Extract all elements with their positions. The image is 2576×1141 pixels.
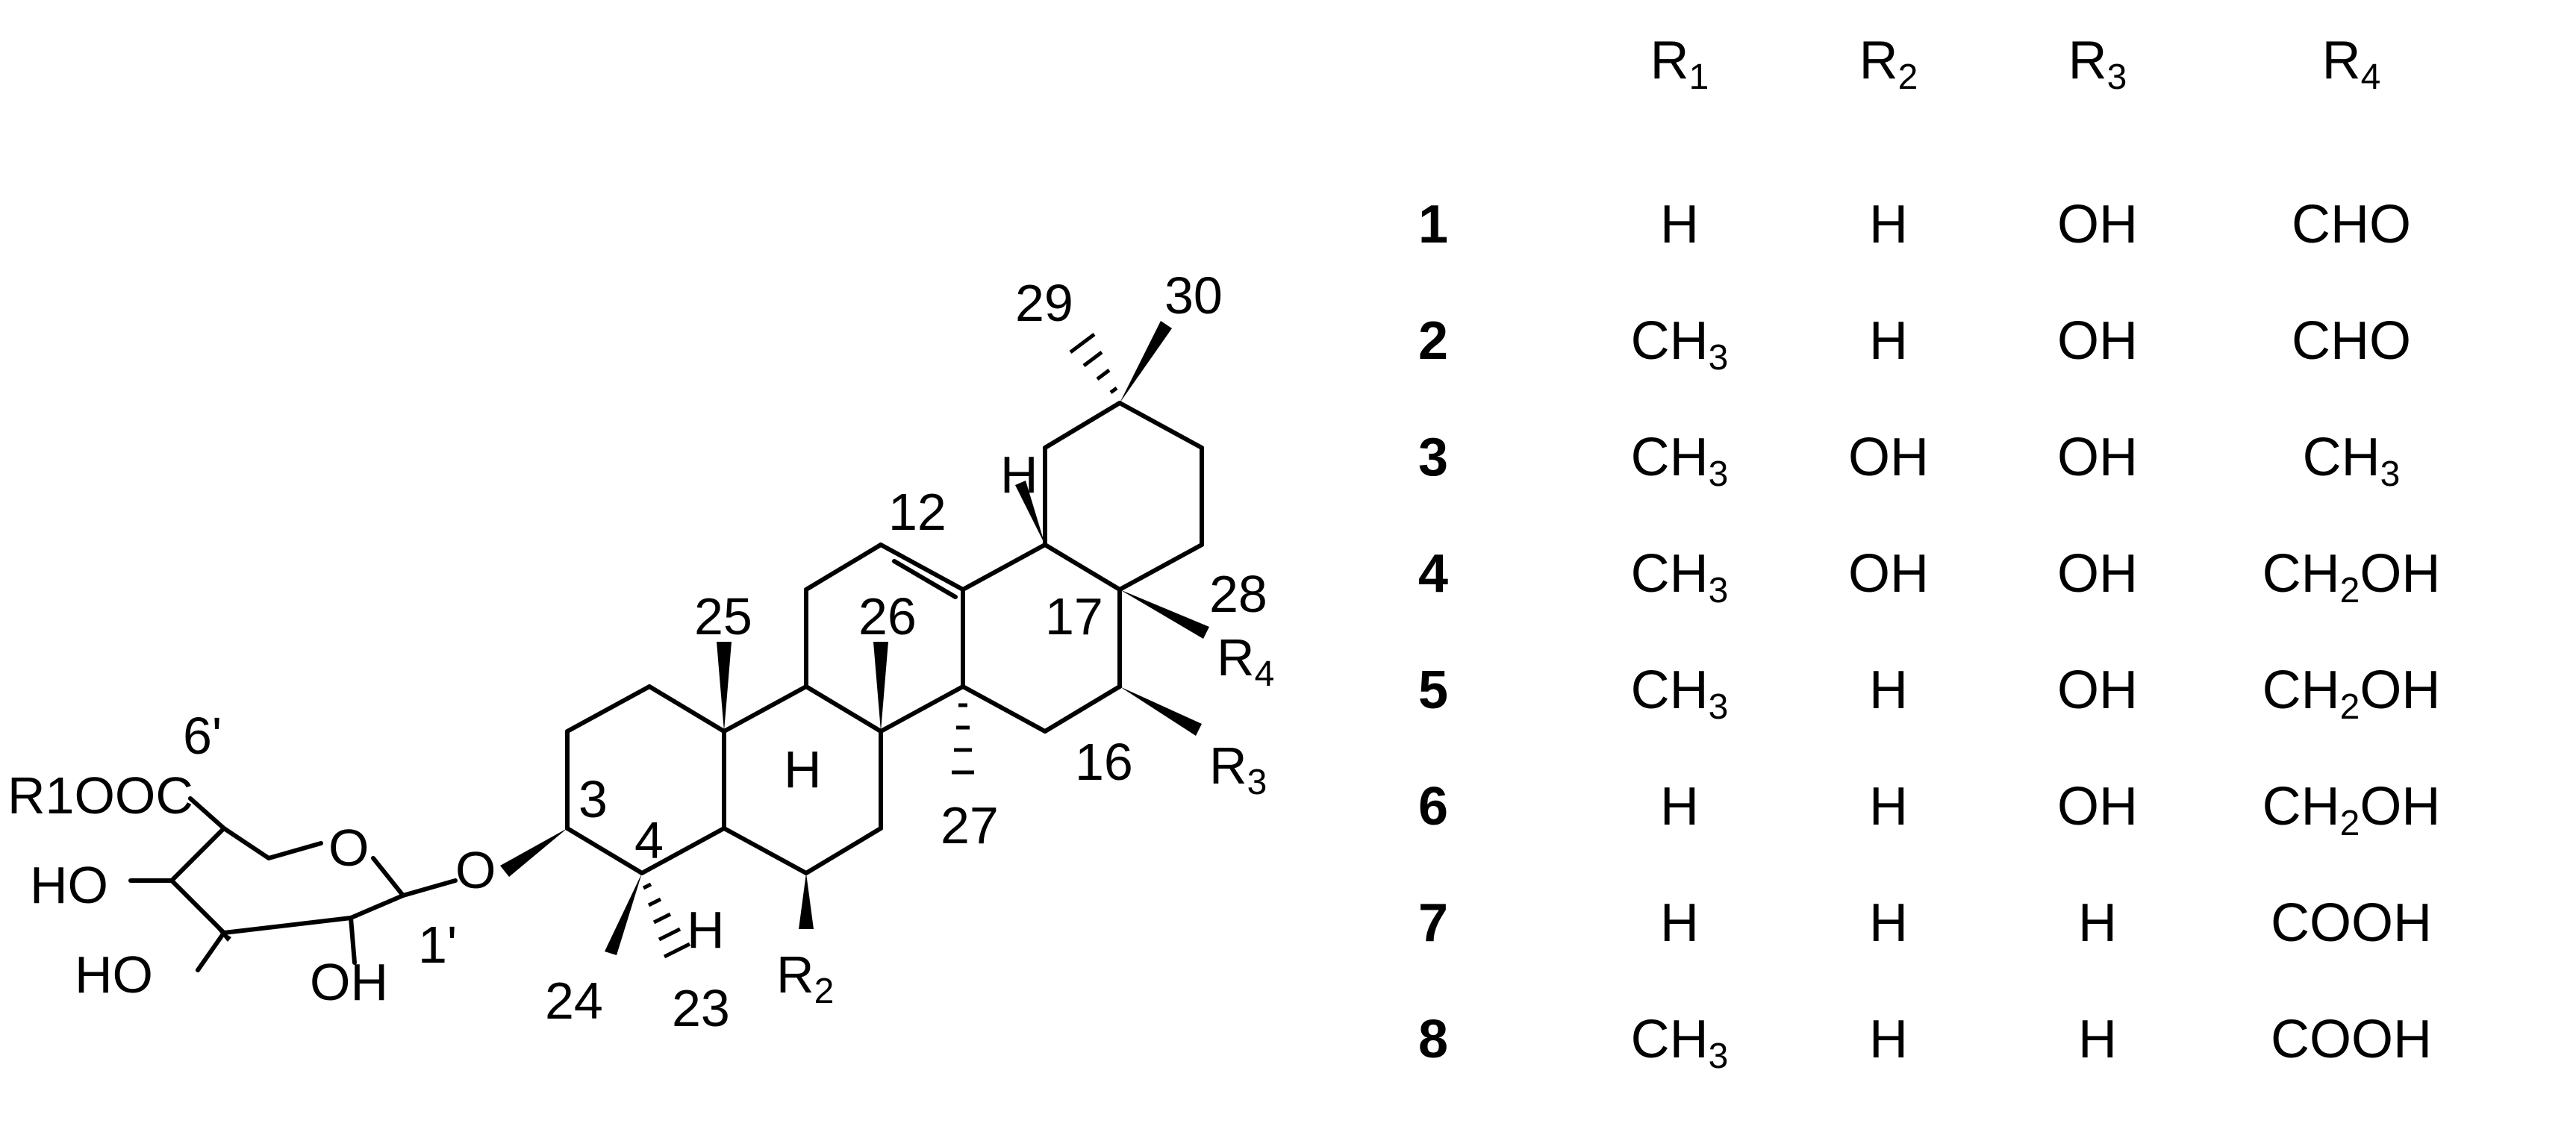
label-r4: R4: [1217, 628, 1274, 694]
cell-r1: CH3: [1630, 544, 1729, 610]
cell-r1: CH3: [1630, 311, 1729, 378]
table-row: 7 H H H COOH: [1388, 893, 2553, 1004]
label-c12: 12: [888, 483, 946, 541]
cell-r4: CHO: [2292, 311, 2411, 371]
label-ho-lower: HO: [75, 945, 153, 1004]
label-6prime: 6': [183, 707, 222, 765]
label-c23: 23: [672, 979, 730, 1037]
label-c24: 24: [545, 972, 603, 1030]
table-row: 5 CH3 H OH CH2OH: [1388, 660, 2553, 772]
label-c4: 4: [634, 811, 664, 869]
ring-a: [500, 684, 726, 959]
compound-number: 2: [1418, 311, 1449, 371]
label-c16: 16: [1075, 733, 1133, 791]
cell-r3: OH: [2057, 660, 2138, 720]
label-o-ring: O: [328, 819, 369, 877]
cell-r1: H: [1660, 777, 1699, 837]
ring-e: [1043, 321, 1204, 592]
compound-number: 5: [1418, 660, 1449, 720]
label-c30: 30: [1164, 266, 1223, 325]
label-r3: R3: [1209, 737, 1267, 802]
table-row: 3 CH3 OH OH CH3: [1388, 427, 2553, 539]
table-row: 6 H H OH CH2OH: [1388, 776, 2553, 888]
header-r3: R3: [2068, 31, 2127, 97]
ring-b: [717, 642, 883, 929]
cell-r4: CH3: [2302, 428, 2401, 494]
cell-r3: H: [2078, 1010, 2117, 1069]
cell-r4: CH2OH: [2262, 777, 2441, 843]
cell-r2: OH: [1848, 428, 1929, 487]
cell-r3: OH: [2057, 195, 2138, 254]
cell-r1: CH3: [1630, 1010, 1729, 1076]
compound-number: 6: [1418, 777, 1449, 837]
cell-r2: H: [1869, 1010, 1908, 1069]
ring-c: [804, 543, 974, 775]
cell-r4: COOH: [2271, 1010, 2432, 1069]
label-h9: H: [784, 740, 822, 798]
label-1prime: 1': [418, 916, 457, 974]
label-oh-sugar: OH: [310, 953, 388, 1011]
cell-r1: H: [1660, 195, 1699, 254]
cell-r4: COOH: [2271, 893, 2432, 953]
label-c28: 28: [1209, 565, 1267, 623]
cell-r2: H: [1869, 777, 1908, 837]
label-c25: 25: [694, 587, 752, 645]
label-c26: 26: [858, 587, 917, 645]
header-r2: R2: [1859, 31, 1918, 97]
methyl-29-hash: [1069, 333, 1118, 394]
label-r1ooc: R1OOC: [7, 766, 193, 825]
header-r4: R4: [2321, 31, 2381, 97]
cell-r1: CH3: [1630, 428, 1729, 494]
cell-r1: CH3: [1630, 660, 1729, 727]
label-c27: 27: [941, 796, 999, 854]
methyl-23-hash: [642, 882, 691, 959]
label-r2: R2: [776, 945, 834, 1011]
label-o-link: O: [455, 841, 496, 899]
compound-number: 4: [1418, 544, 1449, 604]
cell-r3: OH: [2057, 544, 2138, 604]
compound-number: 1: [1418, 195, 1449, 254]
label-c29: 29: [1015, 274, 1073, 332]
header-r1: R1: [1650, 31, 1709, 97]
label-h18: H: [1000, 446, 1038, 504]
compound-number: 3: [1418, 428, 1449, 487]
cell-r2: H: [1869, 660, 1908, 720]
cell-r2: H: [1869, 195, 1908, 254]
cell-r3: OH: [2057, 311, 2138, 371]
table-row: 4 CH3 OH OH CH2OH: [1388, 543, 2553, 655]
cell-r1: H: [1660, 893, 1699, 953]
cell-r2: H: [1869, 893, 1908, 953]
label-c3: 3: [578, 770, 608, 828]
cell-r2: H: [1869, 311, 1908, 371]
triterpenoid-glucuronide-structure: R1OOC 6' HO HO OH 1' O O 3 4 24 23 H R2 …: [7, 266, 1274, 1037]
cell-r3: H: [2078, 893, 2117, 953]
label-ho-upper: HO: [30, 856, 108, 914]
table-row: 1 H H OH CHO: [1388, 194, 2553, 306]
label-c17: 17: [1045, 587, 1103, 645]
cell-r3: OH: [2057, 428, 2138, 487]
sugar-ring: [128, 796, 458, 972]
cell-r3: OH: [2057, 777, 2138, 837]
cell-r4: CHO: [2292, 195, 2411, 254]
label-h5: H: [687, 901, 725, 959]
methyl-27-hash: [952, 703, 974, 775]
cell-r4: CH2OH: [2262, 544, 2441, 610]
ring-d: [961, 481, 1209, 736]
cell-r2: OH: [1848, 544, 1929, 604]
cell-r4: CH2OH: [2262, 660, 2441, 727]
table-row: 8 CH3 H H COOH: [1388, 1009, 2553, 1121]
compound-number: 8: [1418, 1010, 1449, 1069]
table-row: 2 CH3 H OH CHO: [1388, 310, 2553, 422]
compound-number: 7: [1418, 893, 1449, 953]
